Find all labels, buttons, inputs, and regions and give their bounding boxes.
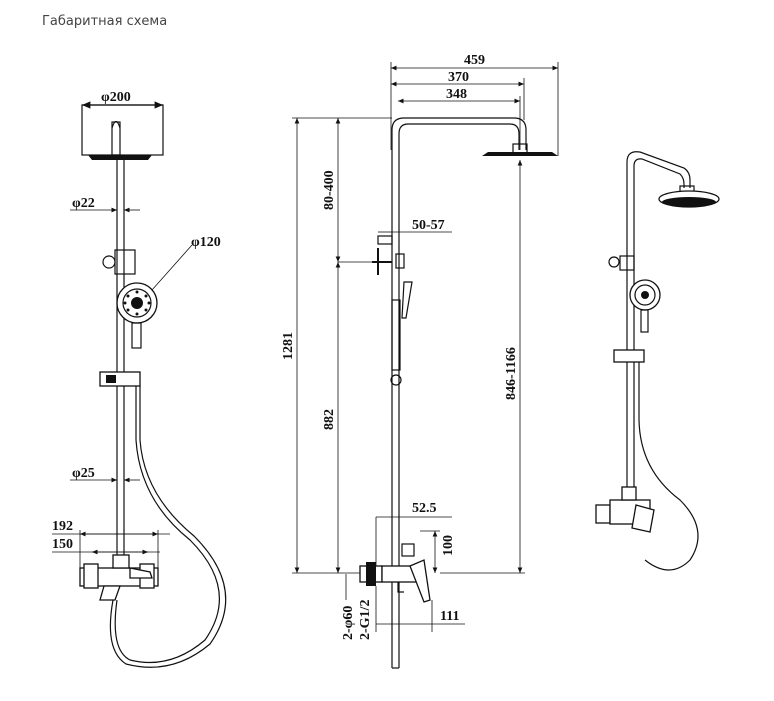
dim-52-5: 52.5 [412, 501, 437, 516]
dim-348: 348 [446, 87, 467, 102]
dim-2-phi60: 2-φ60 [341, 606, 356, 640]
dim-head-diameter: φ200 [101, 90, 131, 105]
dim-192: 192 [52, 519, 73, 534]
arm-inner [398, 123, 520, 600]
dim-2-g12: 2-G1/2 [358, 600, 373, 640]
shower-head-disc [88, 155, 152, 160]
dim-150: 150 [52, 537, 73, 552]
dim-1281: 1281 [281, 332, 296, 360]
side-view: 459 370 348 1281 80-400 882 846-1166 [281, 53, 559, 669]
shower-arm [111, 121, 121, 156]
dim-111: 111 [440, 609, 459, 624]
side-shower-head [482, 152, 558, 156]
mixer-lever [129, 567, 153, 579]
dim-pipe-diameter: φ25 [72, 466, 95, 481]
dim-80-400: 80-400 [322, 170, 337, 210]
dim-370: 370 [448, 70, 469, 85]
mixer-spout [99, 585, 121, 601]
arm-outer [391, 117, 527, 600]
dim-100: 100 [441, 535, 456, 556]
perspective-view [595, 151, 720, 571]
dim-459: 459 [464, 53, 485, 68]
page-title: Габаритная схема [42, 14, 168, 29]
hose [114, 386, 221, 663]
dim-846-1166: 846-1166 [504, 347, 519, 400]
dim-bar-diameter: φ22 [72, 196, 95, 211]
holder [114, 249, 136, 275]
dim-hand-diameter: φ120 [191, 235, 221, 250]
head-outline [81, 104, 164, 156]
side-lever [409, 559, 431, 603]
front-view: φ200 φ22 φ120 [52, 90, 227, 668]
dim-882: 882 [322, 409, 337, 430]
side-hand-shower [391, 299, 401, 371]
dim-50-57: 50-57 [412, 218, 445, 233]
